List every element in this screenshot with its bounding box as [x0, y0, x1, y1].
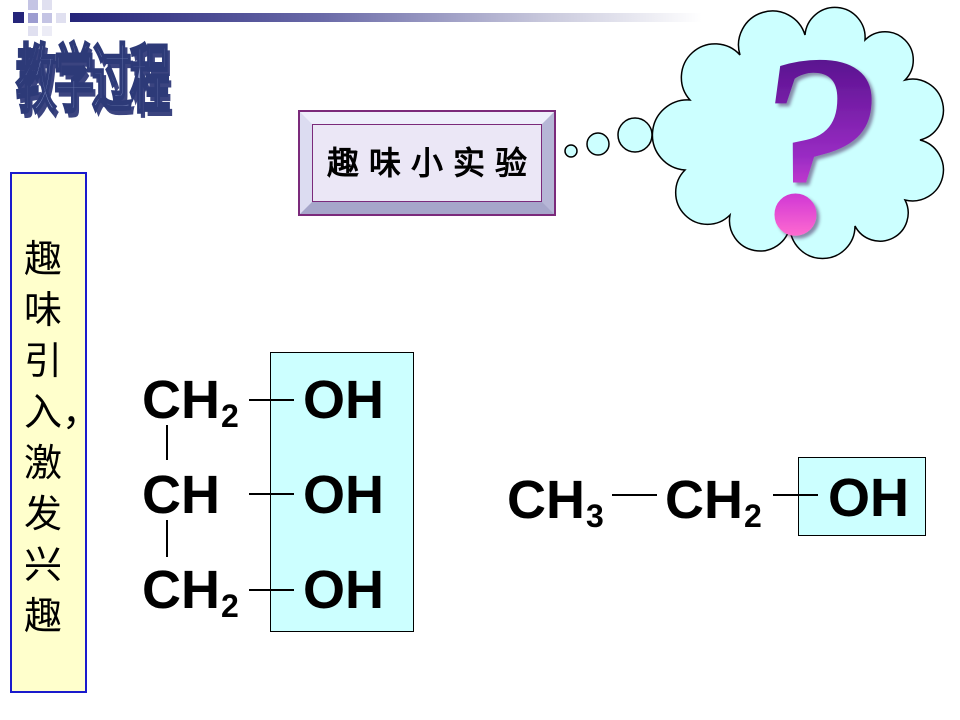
formula-left-row1-bond [249, 399, 294, 401]
side-note-box: 趣味引入，激发兴趣 [10, 172, 101, 693]
decor-square [42, 13, 52, 23]
formula-left-row2-group: CH [142, 468, 220, 522]
decor-square [42, 0, 52, 10]
thought-bubble: ? [564, 1, 945, 270]
formula-left-bond-1-2 [166, 425, 168, 460]
formula-right-group2-atoms: CH [665, 470, 743, 530]
formula-left-row2-atoms: CH [142, 465, 220, 525]
thought-bubble-dot-large [617, 117, 653, 153]
formula-left-row1-hydroxyl: OH [303, 370, 384, 430]
formula-left-row1-atoms: CH [142, 370, 220, 430]
formula-right-group1-subscript: 3 [586, 498, 604, 534]
slide-title: 教学过程 [15, 38, 171, 124]
formula-left-row3-subscript: 2 [221, 588, 239, 624]
formula-right-group1-atoms: CH [507, 470, 585, 530]
decor-square [28, 0, 38, 10]
formula-left-row1-group: CH2 [142, 370, 239, 432]
formula-left-row1-subscript: 2 [221, 398, 239, 434]
formula-left-row3-hydroxyl: OH [303, 560, 384, 620]
formula-left-bond-2-3 [166, 520, 168, 557]
formula-right-group2: CH2 [665, 470, 762, 532]
formula-right-hydroxyl: OH [828, 468, 909, 528]
header-gradient-bar [70, 13, 702, 22]
formula-left-row3-bond [249, 589, 294, 591]
experiment-button-label: 趣味小实验 [326, 144, 537, 182]
thought-cloud [651, 6, 945, 260]
formula-left-row2-hydroxyl: OH [303, 465, 384, 525]
experiment-button[interactable]: 趣味小实验 [298, 110, 556, 216]
formula-right-group1: CH3 [507, 470, 604, 532]
formula-left-row3-group: CH2 [142, 560, 239, 622]
decor-square [56, 13, 66, 23]
formula-right-bond-1 [612, 494, 657, 496]
formula-left-row2-bond [249, 493, 294, 495]
thought-bubble-dot-small [564, 144, 578, 158]
question-mark-icon: ? [751, 1, 881, 270]
formula-right: CH3 CH2 OH [505, 455, 928, 538]
formula-left: CH2 OH CH OH CH2 OH [140, 350, 416, 634]
experiment-button-bevel: 趣味小实验 [300, 112, 554, 214]
side-note-text: 趣味引入，激发兴趣 [24, 236, 101, 638]
formula-left-highlight-box [270, 352, 414, 632]
decor-square [28, 13, 38, 23]
formula-right-group2-subscript: 2 [744, 498, 762, 534]
decor-square [42, 26, 52, 36]
formula-right-bond-2 [773, 494, 818, 496]
experiment-button-face: 趣味小实验 [312, 124, 542, 202]
formula-left-row3-atoms: CH [142, 560, 220, 620]
formula-right-highlight-box [798, 457, 926, 536]
decor-square [28, 26, 38, 36]
decor-square-dark [13, 12, 24, 23]
thought-bubble-dot-medium [586, 132, 610, 156]
